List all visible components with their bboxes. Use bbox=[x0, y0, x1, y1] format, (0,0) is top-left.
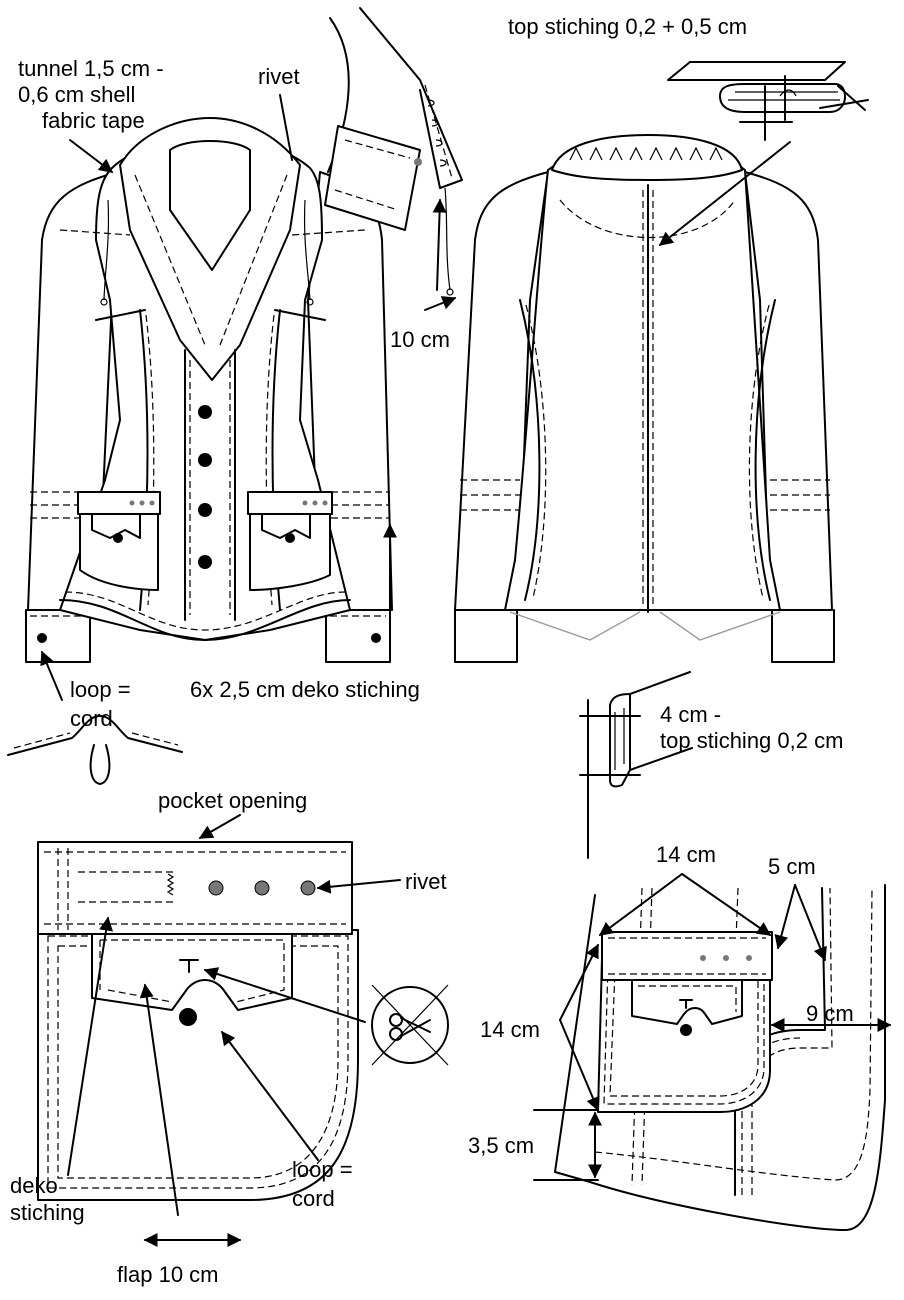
collar-tunnel-detail bbox=[324, 7, 463, 296]
top-stitching-symbol bbox=[667, 61, 869, 141]
label-flap: flap 10 cm bbox=[117, 1262, 219, 1287]
label-cuff-1: 4 cm - bbox=[660, 702, 721, 727]
front-buttons bbox=[198, 405, 212, 569]
label-loop-2: cord bbox=[70, 706, 113, 731]
leader-arrows bbox=[40, 94, 892, 1247]
jacket-back-view bbox=[454, 134, 835, 663]
label-deko-2: stiching bbox=[10, 1200, 85, 1225]
label-tunnel-1: tunnel 1,5 cm - bbox=[18, 56, 164, 81]
label-dim-3-5: 3,5 cm bbox=[468, 1133, 534, 1158]
label-top-stitching: top stiching 0,2 + 0,5 cm bbox=[508, 14, 747, 39]
label-dim-14-side: 14 cm bbox=[480, 1017, 540, 1042]
pocket-on-garment-detail bbox=[554, 884, 886, 1231]
label-tunnel-3: fabric tape bbox=[42, 108, 145, 133]
label-10cm: 10 cm bbox=[390, 327, 450, 352]
label-deko-1: deko bbox=[10, 1173, 58, 1198]
pocket-detail bbox=[37, 841, 359, 1201]
label-deko-6x: 6x 2,5 cm deko stiching bbox=[190, 677, 420, 702]
label-loop2-2: cord bbox=[292, 1186, 335, 1211]
label-rivet-pocket: rivet bbox=[405, 869, 447, 894]
label-tunnel-2: 0,6 cm shell bbox=[18, 82, 135, 107]
scissors-icon bbox=[371, 984, 449, 1066]
annotation-labels: tunnel 1,5 cm - 0,6 cm shell fabric tape… bbox=[10, 14, 854, 1287]
label-dim-5: 5 cm bbox=[768, 854, 816, 879]
label-cuff-2: top stiching 0,2 cm bbox=[660, 728, 843, 753]
label-rivet-top: rivet bbox=[258, 64, 300, 89]
front-pocket-left bbox=[77, 491, 161, 591]
label-dim-14-top: 14 cm bbox=[656, 842, 716, 867]
label-loop2-1: loop = bbox=[292, 1157, 353, 1182]
pocket-rivets bbox=[208, 880, 316, 896]
jacket-front-view bbox=[25, 117, 393, 663]
cuff-stitching-detail bbox=[579, 671, 693, 859]
label-pocket-opening: pocket opening bbox=[158, 788, 307, 813]
front-pocket-right bbox=[247, 491, 333, 591]
label-loop-1: loop = bbox=[70, 677, 131, 702]
label-dim-9: 9 cm bbox=[806, 1001, 854, 1026]
loop-cord-detail bbox=[7, 715, 183, 785]
